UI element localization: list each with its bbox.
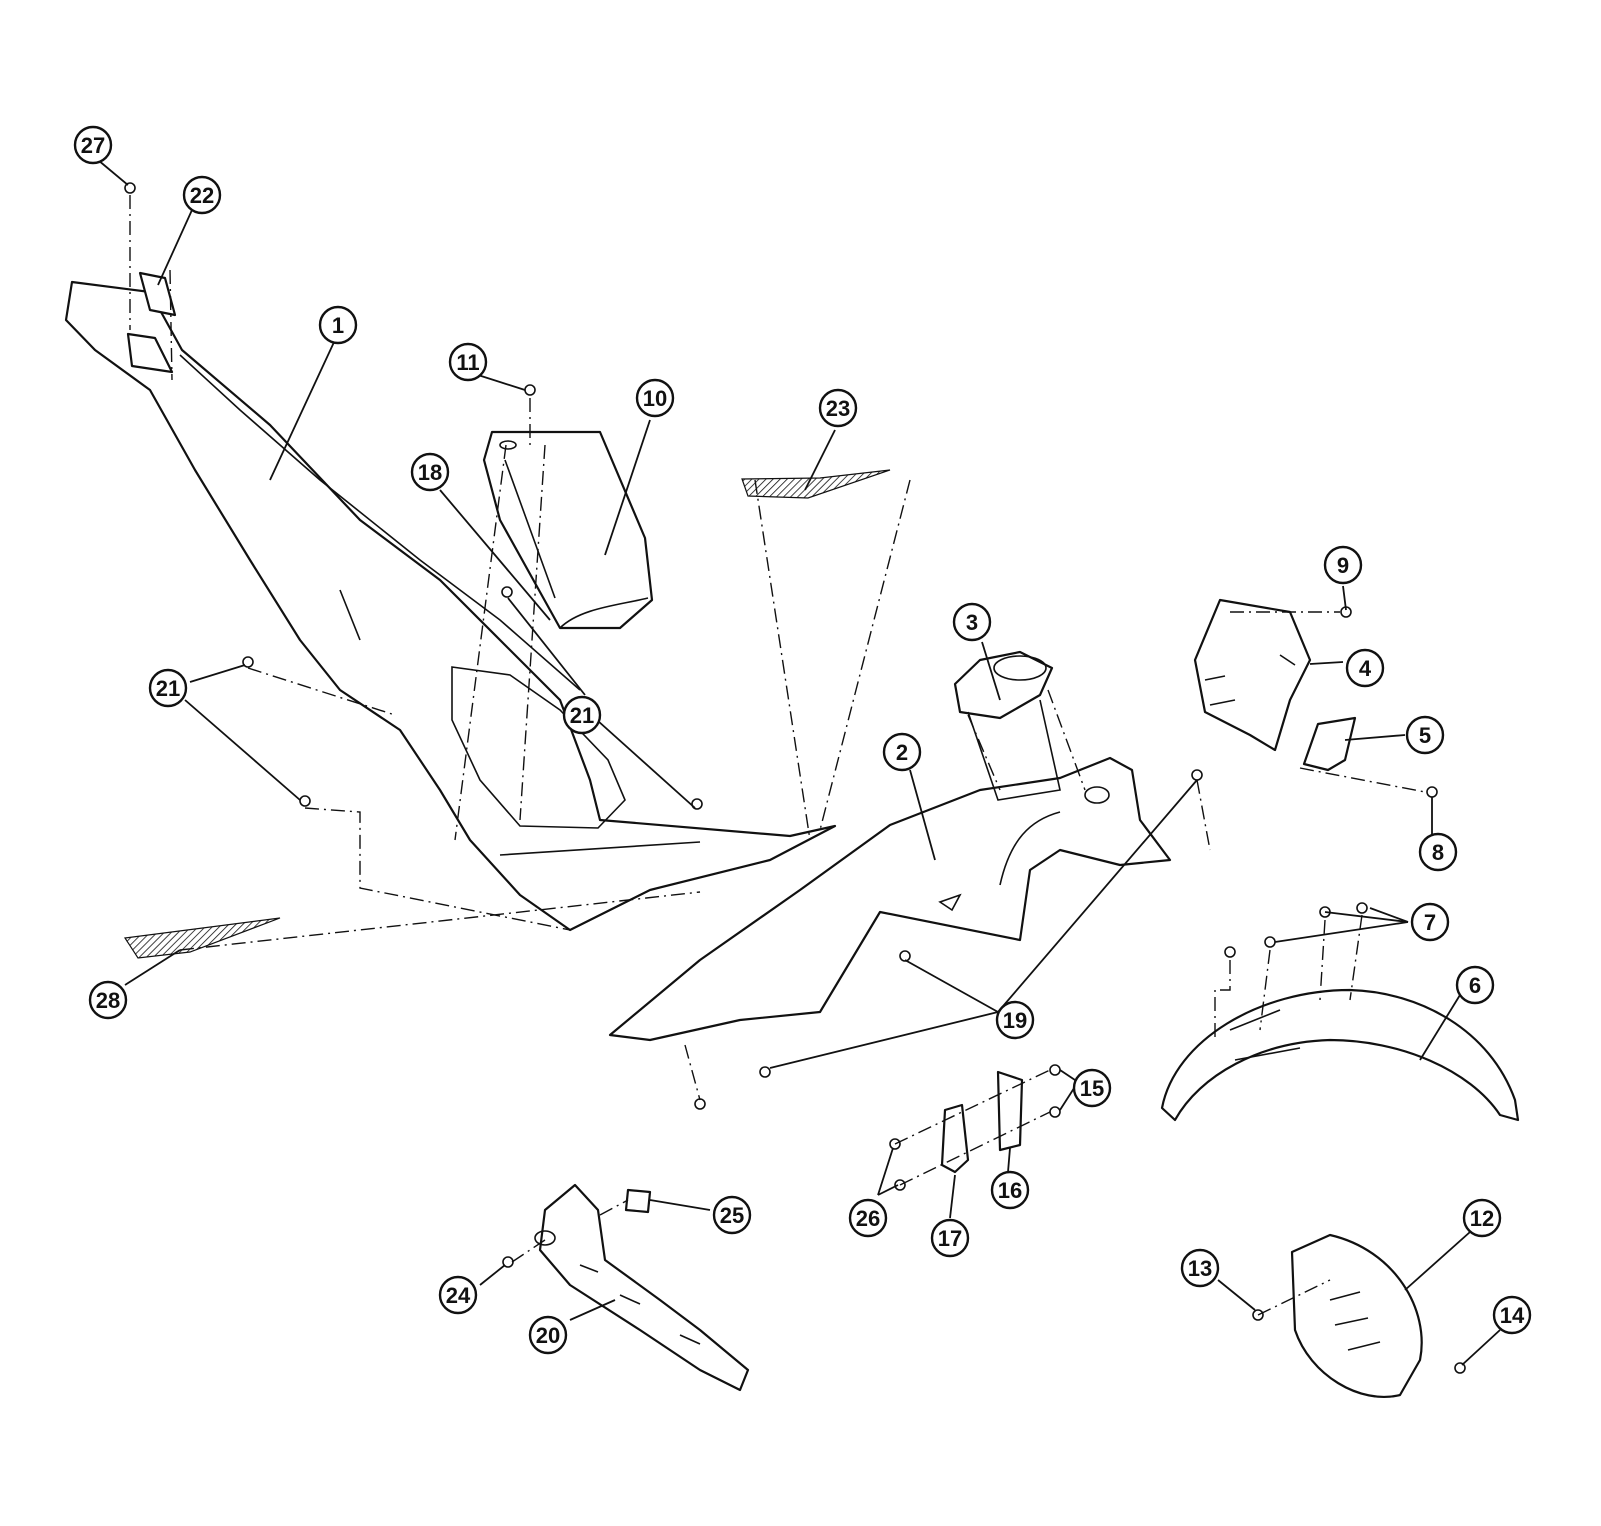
svg-text:28: 28 xyxy=(96,988,120,1013)
part-1-side-panel xyxy=(64,280,837,959)
svg-text:26: 26 xyxy=(856,1206,880,1231)
callout-6: 6 xyxy=(1455,965,1495,1005)
callout-22: 22 xyxy=(182,175,222,215)
callout-26: 26 xyxy=(848,1198,888,1238)
part-20-lower-guard xyxy=(534,1183,750,1392)
svg-text:14: 14 xyxy=(1500,1303,1525,1328)
part-16-plate xyxy=(996,1070,1024,1152)
svg-text:1: 1 xyxy=(332,313,344,338)
svg-text:7: 7 xyxy=(1424,910,1436,935)
part-5-bracket xyxy=(1302,716,1357,772)
callout-8: 8 xyxy=(1418,832,1458,872)
part-12-disc-guard xyxy=(1290,1233,1423,1398)
callout-3: 3 xyxy=(952,602,992,642)
svg-text:17: 17 xyxy=(938,1226,962,1251)
svg-text:16: 16 xyxy=(998,1178,1022,1203)
assembly-lines xyxy=(129,195,1426,1316)
callout-13: 13 xyxy=(1180,1248,1220,1288)
callout-23: 23 xyxy=(818,388,858,428)
callout-1: 1 xyxy=(318,305,358,345)
callout-11: 11 xyxy=(448,342,488,382)
callout-10: 10 xyxy=(635,378,675,418)
part-3-filler-cap xyxy=(953,650,1061,801)
svg-text:15: 15 xyxy=(1080,1076,1104,1101)
part-23-front-panel xyxy=(741,469,891,499)
svg-text:23: 23 xyxy=(826,396,850,421)
callout-7: 7 xyxy=(1410,902,1450,942)
callout-14: 14 xyxy=(1492,1295,1532,1335)
svg-text:19: 19 xyxy=(1003,1008,1027,1033)
svg-text:5: 5 xyxy=(1419,723,1431,748)
svg-text:20: 20 xyxy=(536,1323,560,1348)
svg-text:22: 22 xyxy=(190,183,214,208)
svg-text:12: 12 xyxy=(1470,1206,1494,1231)
callout-15: 15 xyxy=(1072,1068,1112,1108)
svg-text:2: 2 xyxy=(896,740,908,765)
callout-2: 2 xyxy=(882,732,922,772)
leader-lines xyxy=(97,159,1501,1366)
part-10-upper-cover xyxy=(482,430,654,630)
part-25-clip xyxy=(624,1188,652,1214)
svg-text:9: 9 xyxy=(1337,553,1349,578)
part-17-clip xyxy=(940,1103,970,1174)
callout-4: 4 xyxy=(1345,648,1385,688)
svg-text:13: 13 xyxy=(1188,1256,1212,1281)
callout-25: 25 xyxy=(712,1195,752,1235)
svg-text:8: 8 xyxy=(1432,840,1444,865)
callout-16: 16 xyxy=(990,1170,1030,1210)
callout-21-left: 21 xyxy=(148,668,188,708)
callout-5: 5 xyxy=(1405,715,1445,755)
callout-17: 17 xyxy=(930,1218,970,1258)
callout-21-center: 21 xyxy=(562,695,602,735)
svg-text:11: 11 xyxy=(456,350,479,375)
part-2-body-cowl xyxy=(608,756,1172,1042)
svg-text:6: 6 xyxy=(1469,973,1481,998)
svg-text:24: 24 xyxy=(446,1283,471,1308)
callout-24: 24 xyxy=(438,1275,478,1315)
svg-text:21: 21 xyxy=(156,676,180,701)
svg-text:27: 27 xyxy=(81,133,105,158)
svg-text:18: 18 xyxy=(418,460,442,485)
svg-text:10: 10 xyxy=(643,386,667,411)
svg-text:21: 21 xyxy=(570,703,594,728)
svg-text:3: 3 xyxy=(966,610,978,635)
part-22-pad xyxy=(126,271,177,374)
callout-28: 28 xyxy=(88,980,128,1020)
callout-19: 19 xyxy=(995,1000,1035,1040)
svg-text:25: 25 xyxy=(720,1203,744,1228)
svg-text:4: 4 xyxy=(1359,656,1372,681)
callout-18: 18 xyxy=(410,452,450,492)
callout-27: 27 xyxy=(73,125,113,165)
part-6-fender xyxy=(1160,988,1520,1122)
part-4-side-guard xyxy=(1193,598,1312,752)
callout-9: 9 xyxy=(1323,545,1363,585)
callout-12: 12 xyxy=(1462,1198,1502,1238)
callout-20: 20 xyxy=(528,1315,568,1355)
